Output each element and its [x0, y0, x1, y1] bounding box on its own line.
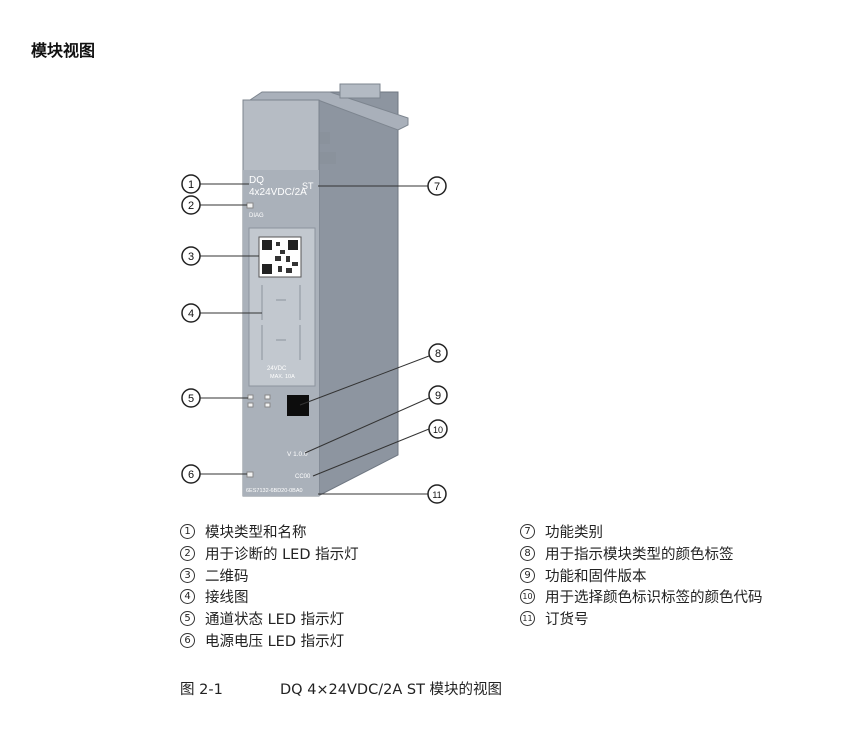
legend-text: 用于诊断的 LED 指示灯 [205, 547, 359, 564]
callout-marker-4: 4 [188, 308, 194, 320]
callout-marker-1: 1 [188, 179, 194, 191]
legend-item-5: 5 通道状态 LED 指示灯 [180, 608, 359, 630]
channel-status-leds [247, 394, 271, 408]
legend-text: 模块类型和名称 [205, 525, 307, 542]
module-class-code: ST [302, 181, 314, 191]
legend-item-11: 11 订货号 [520, 608, 763, 630]
qr-code [258, 236, 302, 278]
legend-item-6: 6 电源电压 LED 指示灯 [180, 629, 359, 651]
callout-marker-8: 8 [435, 348, 441, 360]
power-led [246, 471, 254, 478]
module-diag-label: DIAG [249, 213, 264, 219]
module-max-current: MAX. 10A [270, 374, 295, 380]
legend-item-2: 2 用于诊断的 LED 指示灯 [180, 543, 359, 565]
legend-number: 10 [520, 589, 535, 605]
figure-caption-text: DQ 4×24VDC/2A ST 模块的视图 [280, 682, 503, 698]
section-heading: 模块视图 [31, 41, 96, 60]
legend-item-10: 10 用于选择颜色标识标签的颜色代码 [520, 586, 763, 608]
callout-marker-6: 6 [188, 469, 194, 481]
legend-number: 11 [520, 611, 535, 627]
wiring-diagram [261, 285, 301, 360]
callout-marker-11: 11 [432, 490, 441, 500]
callout-marker-9: 9 [435, 390, 441, 402]
legend-right-column: 7 功能类别 8 用于指示模块类型的颜色标签 9 功能和固件版本 10 用于选择颜色标识… [520, 521, 763, 629]
legend-number: 5 [180, 611, 195, 627]
legend-number: 8 [520, 546, 535, 562]
legend-text: 功能类别 [545, 525, 603, 542]
module-order-number: 6ES7132-6BD20-0BA0 [246, 488, 303, 494]
diag-led [246, 202, 254, 209]
module-color-code: CC00 [295, 474, 311, 480]
legend-number: 4 [180, 589, 195, 605]
color-identification-label [287, 395, 309, 416]
legend-number: 7 [520, 524, 535, 540]
callout-marker-2: 2 [188, 200, 194, 212]
legend-number: 9 [520, 567, 535, 583]
legend-item-7: 7 功能类别 [520, 521, 763, 543]
legend-item-1: 1 模块类型和名称 [180, 521, 359, 543]
legend-text: 功能和固件版本 [545, 568, 647, 585]
legend-item-8: 8 用于指示模块类型的颜色标签 [520, 543, 763, 565]
module-illustration: DQ 4x24VDC/2A ST DIAG 24VDC MAX. 10A V 1… [181, 83, 448, 504]
callout-markers [181, 174, 448, 504]
legend-text: 通道状态 LED 指示灯 [205, 612, 345, 629]
callout-marker-7: 7 [434, 181, 440, 193]
legend-item-9: 9 功能和固件版本 [520, 564, 763, 586]
figure-caption: 图 2-1 DQ 4×24VDC/2A ST 模块的视图 [180, 678, 502, 699]
legend-number: 1 [180, 524, 195, 540]
module-type-line2: 4x24VDC/2A [249, 187, 307, 198]
figure-number: 图 2-1 [180, 682, 223, 698]
legend-number: 6 [180, 632, 195, 648]
legend-item-4: 4 接线图 [180, 586, 359, 608]
legend-text: 电源电压 LED 指示灯 [205, 633, 345, 650]
callout-marker-5: 5 [188, 393, 194, 405]
callout-marker-10: 10 [433, 425, 443, 435]
legend-text: 接线图 [205, 590, 249, 607]
legend-text: 用于指示模块类型的颜色标签 [545, 547, 734, 564]
callout-marker-3: 3 [188, 251, 194, 263]
module-type-line1: DQ [249, 175, 264, 186]
legend-number: 2 [180, 546, 195, 562]
legend-text: 用于选择颜色标识标签的颜色代码 [545, 590, 763, 607]
module-version: V 1.0.0 [287, 451, 308, 458]
legend-number: 3 [180, 567, 195, 583]
callout-leader-lines [200, 183, 430, 495]
legend-left-column: 1 模块类型和名称 2 用于诊断的 LED 指示灯 3 二维码 4 接线图 5 通道状态 … [180, 521, 359, 651]
legend-item-3: 3 二维码 [180, 564, 359, 586]
legend-text: 订货号 [545, 612, 589, 629]
module-supply-voltage: 24VDC [267, 366, 287, 372]
legend-text: 二维码 [205, 568, 249, 585]
